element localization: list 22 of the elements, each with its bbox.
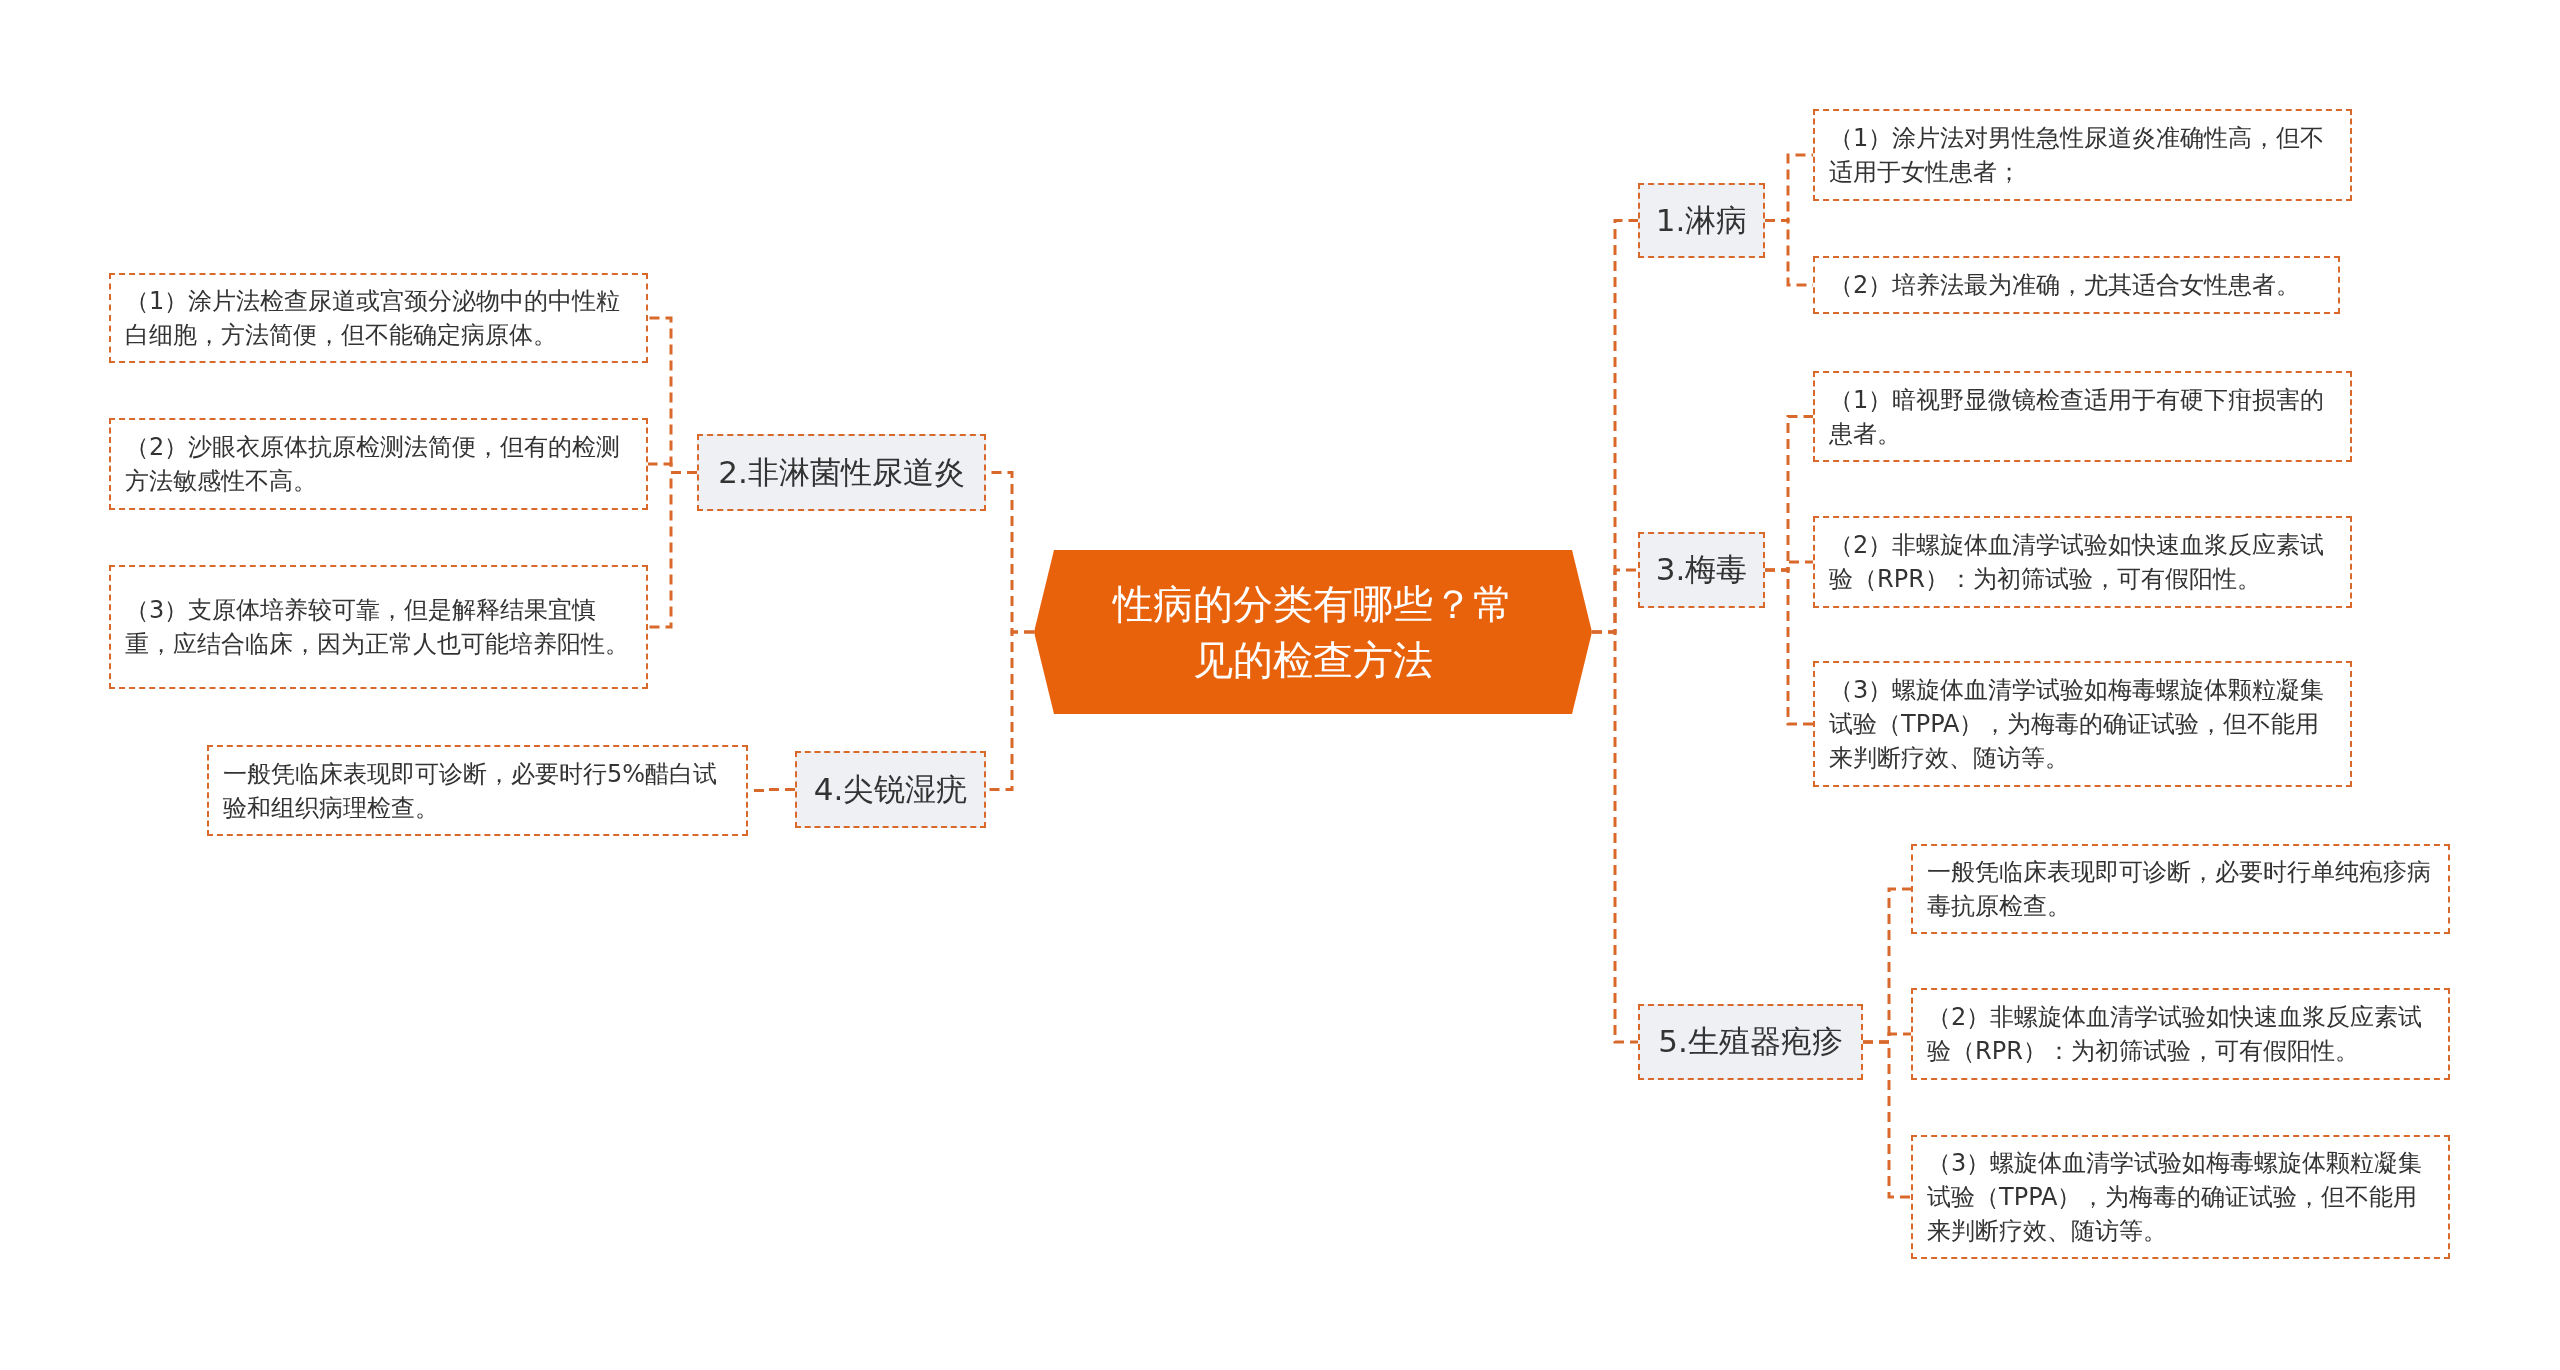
detail-box: 一般凭临床表现即可诊断，必要时行单纯疱疹病毒抗原检查。 <box>1911 844 2450 934</box>
detail-box: （2）非螺旋体血清学试验如快速血浆反应素试验（RPR）：为初筛试验，可有假阳性。 <box>1911 988 2450 1080</box>
central-topic: 性病的分类有哪些？常见的检查方法 <box>1034 550 1592 714</box>
connector <box>1592 630 1638 1044</box>
detail-box: （3）螺旋体血清学试验如梅毒螺旋体颗粒凝集试验（TPPA），为梅毒的确证试验，但不能用来判断疗效、随访等。 <box>1813 661 2352 787</box>
topic-box: 4.尖锐湿疣 <box>795 751 986 828</box>
detail-box: （2）沙眼衣原体抗原检测法简便，但有的检测方法敏感性不高。 <box>109 418 648 510</box>
detail-box: （3）螺旋体血清学试验如梅毒螺旋体颗粒凝集试验（TPPA），为梅毒的确证试验，但不能用来判断疗效、随访等。 <box>1911 1135 2450 1259</box>
detail-box: （3）支原体培养较可靠，但是解释结果宜慎重，应结合临床，因为正常人也可能培养阳性。 <box>109 565 648 689</box>
detail-box: （1）暗视野显微镜检查适用于有硬下疳损害的患者。 <box>1813 371 2352 462</box>
connector <box>1765 568 1813 726</box>
topic-box: 3.梅毒 <box>1638 532 1765 608</box>
topic-box: 5.生殖器疱疹 <box>1638 1004 1863 1080</box>
topic-box: 2.非淋菌性尿道炎 <box>697 434 986 511</box>
detail-box: （1）涂片法对男性急性尿道炎准确性高，但不适用于女性患者； <box>1813 109 2352 201</box>
topic-box: 1.淋病 <box>1638 183 1765 258</box>
detail-box: （1）涂片法检查尿道或宫颈分泌物中的中性粒白细胞，方法简便，但不能确定病原体。 <box>109 273 648 363</box>
connector <box>1863 1040 1911 1199</box>
detail-box: （2）非螺旋体血清学试验如快速血浆反应素试验（RPR）：为初筛试验，可有假阳性。 <box>1813 516 2352 608</box>
detail-box: （2）培养法最为准确，尤其适合女性患者。 <box>1813 256 2340 314</box>
detail-box: 一般凭临床表现即可诊断，必要时行5%醋白试验和组织病理检查。 <box>207 745 748 836</box>
connector <box>648 471 697 629</box>
